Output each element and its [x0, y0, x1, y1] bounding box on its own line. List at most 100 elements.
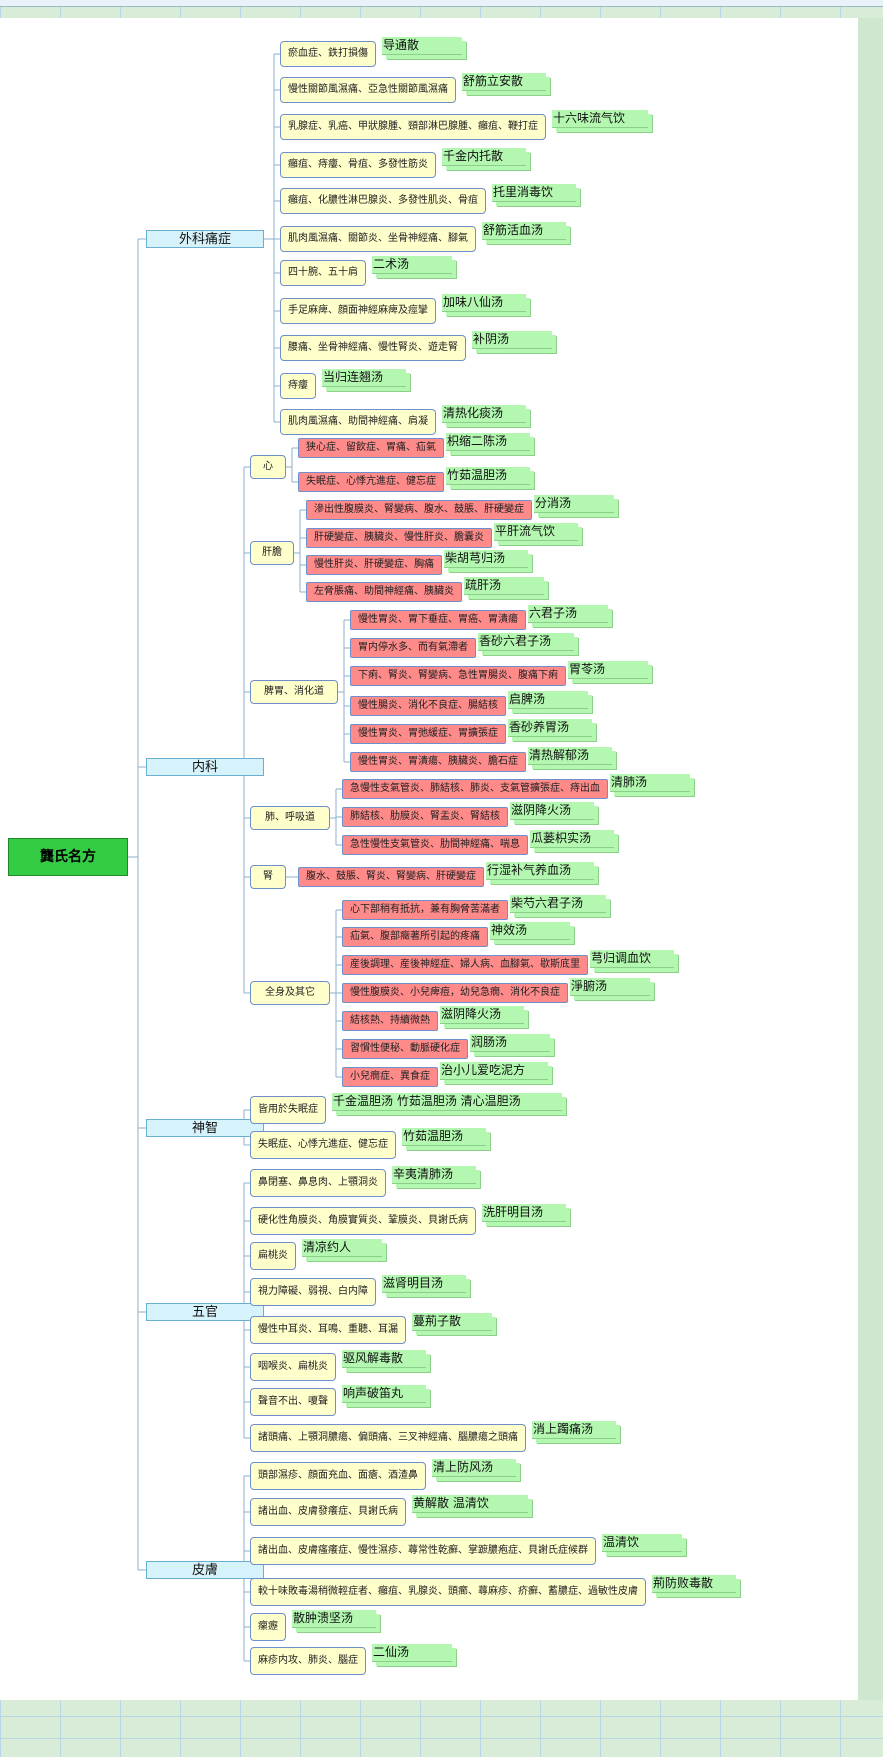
condition-item-label: 疝氣、腹部癥著所引起的疼痛	[350, 931, 480, 942]
condition-item[interactable]: 諸出血、皮膚瘙癢症、慢性濕疹、蕁常性乾癬、掌蹠膿疱症、貝謝氏症候群	[250, 1537, 596, 1565]
condition-item-label: 急慢性支氣管炎、肺結核、肺炎、支氣管擴張症、痔出血	[350, 783, 600, 794]
condition-item[interactable]: 瘀血症、鉄打損傷	[280, 41, 376, 67]
condition-item[interactable]: 痔瘻	[280, 373, 316, 399]
subcategory-1-label: 肝膽	[262, 547, 282, 558]
prescription-label: 辛夷清肺汤	[392, 1166, 476, 1184]
condition-item[interactable]: 胃内停水多、而有氣滯者	[350, 638, 476, 658]
condition-item[interactable]: 慢性關節風濕痛、亞急性關節風濕痛	[280, 77, 456, 103]
condition-item[interactable]: 乳腺症、乳癌、甲狀腺腫、頸部淋巴腺腫、癰疽、鞭打症	[280, 114, 546, 140]
condition-item-label: 小兒癇症、異食症	[350, 1071, 430, 1082]
root-node-label: 龔氏名方	[40, 849, 96, 865]
condition-item[interactable]: 急性慢性支氣管炎、肋間神經痛、喘息	[342, 835, 528, 855]
condition-item[interactable]: 慢性胃炎、胃潰瘍、胰臟炎、膽石症	[350, 752, 526, 772]
prescription-label: 散肿溃坚汤	[292, 1610, 376, 1628]
condition-item[interactable]: 癰疽、痔瘻、骨疽、多發性筋炎	[280, 152, 436, 178]
condition-item-label: 聲音不出、嗄聲	[258, 1396, 328, 1407]
condition-item[interactable]: 左脅脹痛、助間神經痛、胰臟炎	[306, 582, 462, 602]
condition-item-label: 痔瘻	[288, 380, 308, 391]
condition-item[interactable]: 失眠症、心悸亢進症、健忘症	[250, 1131, 396, 1159]
condition-item[interactable]: 急慢性支氣管炎、肺結核、肺炎、支氣管擴張症、痔出血	[342, 779, 608, 799]
condition-item[interactable]: 肌肉風濕痛、助間神經痛、肩凝	[280, 409, 436, 435]
condition-item[interactable]: 小兒癇症、異食症	[342, 1067, 438, 1087]
condition-item-label: 下痢、腎炎、腎變病、急性胃腸炎、腹痛下痢	[358, 670, 558, 681]
condition-item-label: 慢性腸炎、消化不良症、腸結核	[358, 700, 498, 711]
condition-item[interactable]: 皆用於失眠症	[250, 1096, 326, 1124]
condition-item-label: 慢性胃炎、胃潰瘍、胰臟炎、膽石症	[358, 756, 518, 767]
condition-item[interactable]: 慢性腹膜炎、小兒痺痘，幼兒急癇、消化不良症	[342, 983, 568, 1003]
condition-item[interactable]: 諸頭痛、上顎洞膿瘍、偏頭痛、三叉神經痛、腦膿瘍之頭痛	[250, 1424, 526, 1452]
condition-item[interactable]: 較十味敗毒湯稍微輕症者、癰疽、乳腺炎、頭癤、蕁麻疹、疥癬、蓄膿症、過敏性皮膚	[250, 1578, 646, 1606]
condition-item[interactable]: 四十腕、五十肩	[280, 260, 366, 286]
condition-item[interactable]: 手足麻痺、顔面神經麻痺及痙攣	[280, 298, 436, 324]
prescription-label: 神效汤	[490, 922, 570, 940]
category-2[interactable]: 神智	[146, 1119, 264, 1137]
condition-item[interactable]: 麻疹内攻、肺炎、腦症	[250, 1647, 366, 1675]
condition-item-label: 慢性中耳炎、耳鳴、重聽、耳漏	[258, 1324, 398, 1335]
condition-item[interactable]: 滲出性腹膜炎、腎變病、腹水、鼓脹、肝硬變症	[306, 500, 532, 520]
condition-item[interactable]: 癰疽、化膿性淋巴腺炎、多發性肌炎、骨疽	[280, 188, 486, 214]
prescription-label: 淨腑汤	[570, 978, 650, 996]
condition-item[interactable]: 慢性胃炎、胃弛緩症、胃擴張症	[350, 724, 506, 744]
category-3[interactable]: 五官	[146, 1303, 264, 1321]
condition-item-label: 肝硬變症、胰臟炎、慢性肝炎、膽囊炎	[314, 532, 484, 543]
condition-item[interactable]: 鼻閉塞、鼻息肉、上顎洞炎	[250, 1169, 386, 1197]
condition-item-label: 較十味敗毒湯稍微輕症者、癰疽、乳腺炎、頭癤、蕁麻疹、疥癬、蓄膿症、過敏性皮膚	[258, 1586, 638, 1597]
condition-item-label: 癰疽、痔瘻、骨疽、多發性筋炎	[288, 159, 428, 170]
condition-item[interactable]: 瘰癧	[250, 1613, 286, 1641]
condition-item[interactable]: 諸出血、皮膚發癢症、貝謝氏病	[250, 1498, 406, 1526]
condition-item[interactable]: 腰痛、坐骨神經痛、慢性腎炎、遊走腎	[280, 335, 466, 361]
condition-item[interactable]: 肺結核、肋膜炎、腎盂炎、腎結核	[342, 807, 508, 827]
condition-item[interactable]: 慢性肝炎、肝硬變症、胸痛	[306, 555, 442, 575]
condition-item[interactable]: 産後調理、産後神經症、婦人病、血腳氣、歇斯底里	[342, 955, 588, 975]
subcategory-1[interactable]: 肝膽	[250, 541, 294, 565]
subcategory-3[interactable]: 肺、呼吸道	[250, 806, 330, 830]
condition-item-label: 麻疹内攻、肺炎、腦症	[258, 1655, 358, 1666]
category-4[interactable]: 皮膚	[146, 1561, 264, 1579]
category-1-label: 内科	[191, 759, 218, 775]
column-header-strip	[0, 0, 883, 7]
condition-item[interactable]: 習慣性便秘、動脈硬化症	[342, 1039, 468, 1059]
condition-item[interactable]: 扁桃炎	[250, 1242, 296, 1270]
category-0[interactable]: 外科痛症	[146, 230, 264, 248]
subcategory-2[interactable]: 脾胃、消化道	[250, 680, 338, 704]
prescription-label: 芎归调血饮	[590, 950, 674, 968]
condition-item[interactable]: 咽喉炎、扁桃炎	[250, 1353, 336, 1381]
condition-item[interactable]: 硬化性角膜炎、角膜實質炎、鞏膜炎、貝謝氏病	[250, 1207, 476, 1235]
condition-item[interactable]: 視力障礙、弱視、白内障	[250, 1278, 376, 1306]
condition-item[interactable]: 慢性胃炎、胃下垂症、胃癌、胃潰瘍	[350, 610, 526, 630]
category-1[interactable]: 内科	[146, 758, 264, 776]
condition-item[interactable]: 肝硬變症、胰臟炎、慢性肝炎、膽囊炎	[306, 528, 492, 548]
condition-item[interactable]: 失眠症、心悸亢進症、健忘症	[298, 472, 444, 492]
condition-item[interactable]: 肌肉風濕痛、關節炎、坐骨神經痛、腳氣	[280, 226, 476, 252]
prescription-label: 滋阴降火汤	[510, 802, 594, 820]
prescription-label: 柴芍六君子汤	[510, 895, 606, 913]
prescription-label: 清肺汤	[610, 774, 690, 792]
prescription-label: 平肝流气饮	[494, 523, 578, 541]
condition-item[interactable]: 下痢、腎炎、腎變病、急性胃腸炎、腹痛下痢	[350, 666, 566, 686]
prescription-label: 香砂养胃汤	[508, 719, 592, 737]
condition-item-label: 四十腕、五十肩	[288, 267, 358, 278]
condition-item[interactable]: 頭部濕疹、顔面充血、面瘡、酒渣鼻	[250, 1462, 426, 1490]
condition-item[interactable]: 結核熱、持續微熱	[342, 1011, 438, 1031]
condition-item[interactable]: 心下部稍有抵抗，兼有胸脅苦滿者	[342, 900, 508, 920]
category-3-label: 五官	[191, 1304, 218, 1320]
subcategory-0[interactable]: 心	[250, 455, 286, 479]
condition-item-label: 諸頭痛、上顎洞膿瘍、偏頭痛、三叉神經痛、腦膿瘍之頭痛	[258, 1432, 518, 1443]
condition-item[interactable]: 慢性中耳炎、耳鳴、重聽、耳漏	[250, 1316, 406, 1344]
prescription-label: 润肠汤	[470, 1034, 550, 1052]
condition-item-label: 心下部稍有抵抗，兼有胸脅苦滿者	[350, 904, 500, 915]
prescription-label: 六君子汤	[528, 605, 608, 623]
prescription-label: 二术汤	[372, 256, 452, 274]
condition-item-label: 慢性關節風濕痛、亞急性關節風濕痛	[288, 84, 448, 95]
condition-item[interactable]: 狭心症、留飲症、胃痛、疝氣	[298, 438, 444, 458]
prescription-label: 托里消毒饮	[492, 184, 576, 202]
condition-item[interactable]: 腹水、鼓脹、腎炎、腎變病、肝硬變症	[298, 867, 484, 887]
condition-item[interactable]: 慢性腸炎、消化不良症、腸結核	[350, 696, 506, 716]
condition-item-label: 胃内停水多、而有氣滯者	[358, 642, 468, 653]
condition-item-label: 慢性肝炎、肝硬變症、胸痛	[314, 559, 434, 570]
condition-item[interactable]: 疝氣、腹部癥著所引起的疼痛	[342, 927, 488, 947]
condition-item[interactable]: 聲音不出、嗄聲	[250, 1388, 336, 1416]
category-4-label: 皮膚	[191, 1562, 218, 1578]
subcategory-4[interactable]: 腎	[250, 865, 286, 889]
subcategory-5[interactable]: 全身及其它	[250, 981, 330, 1005]
